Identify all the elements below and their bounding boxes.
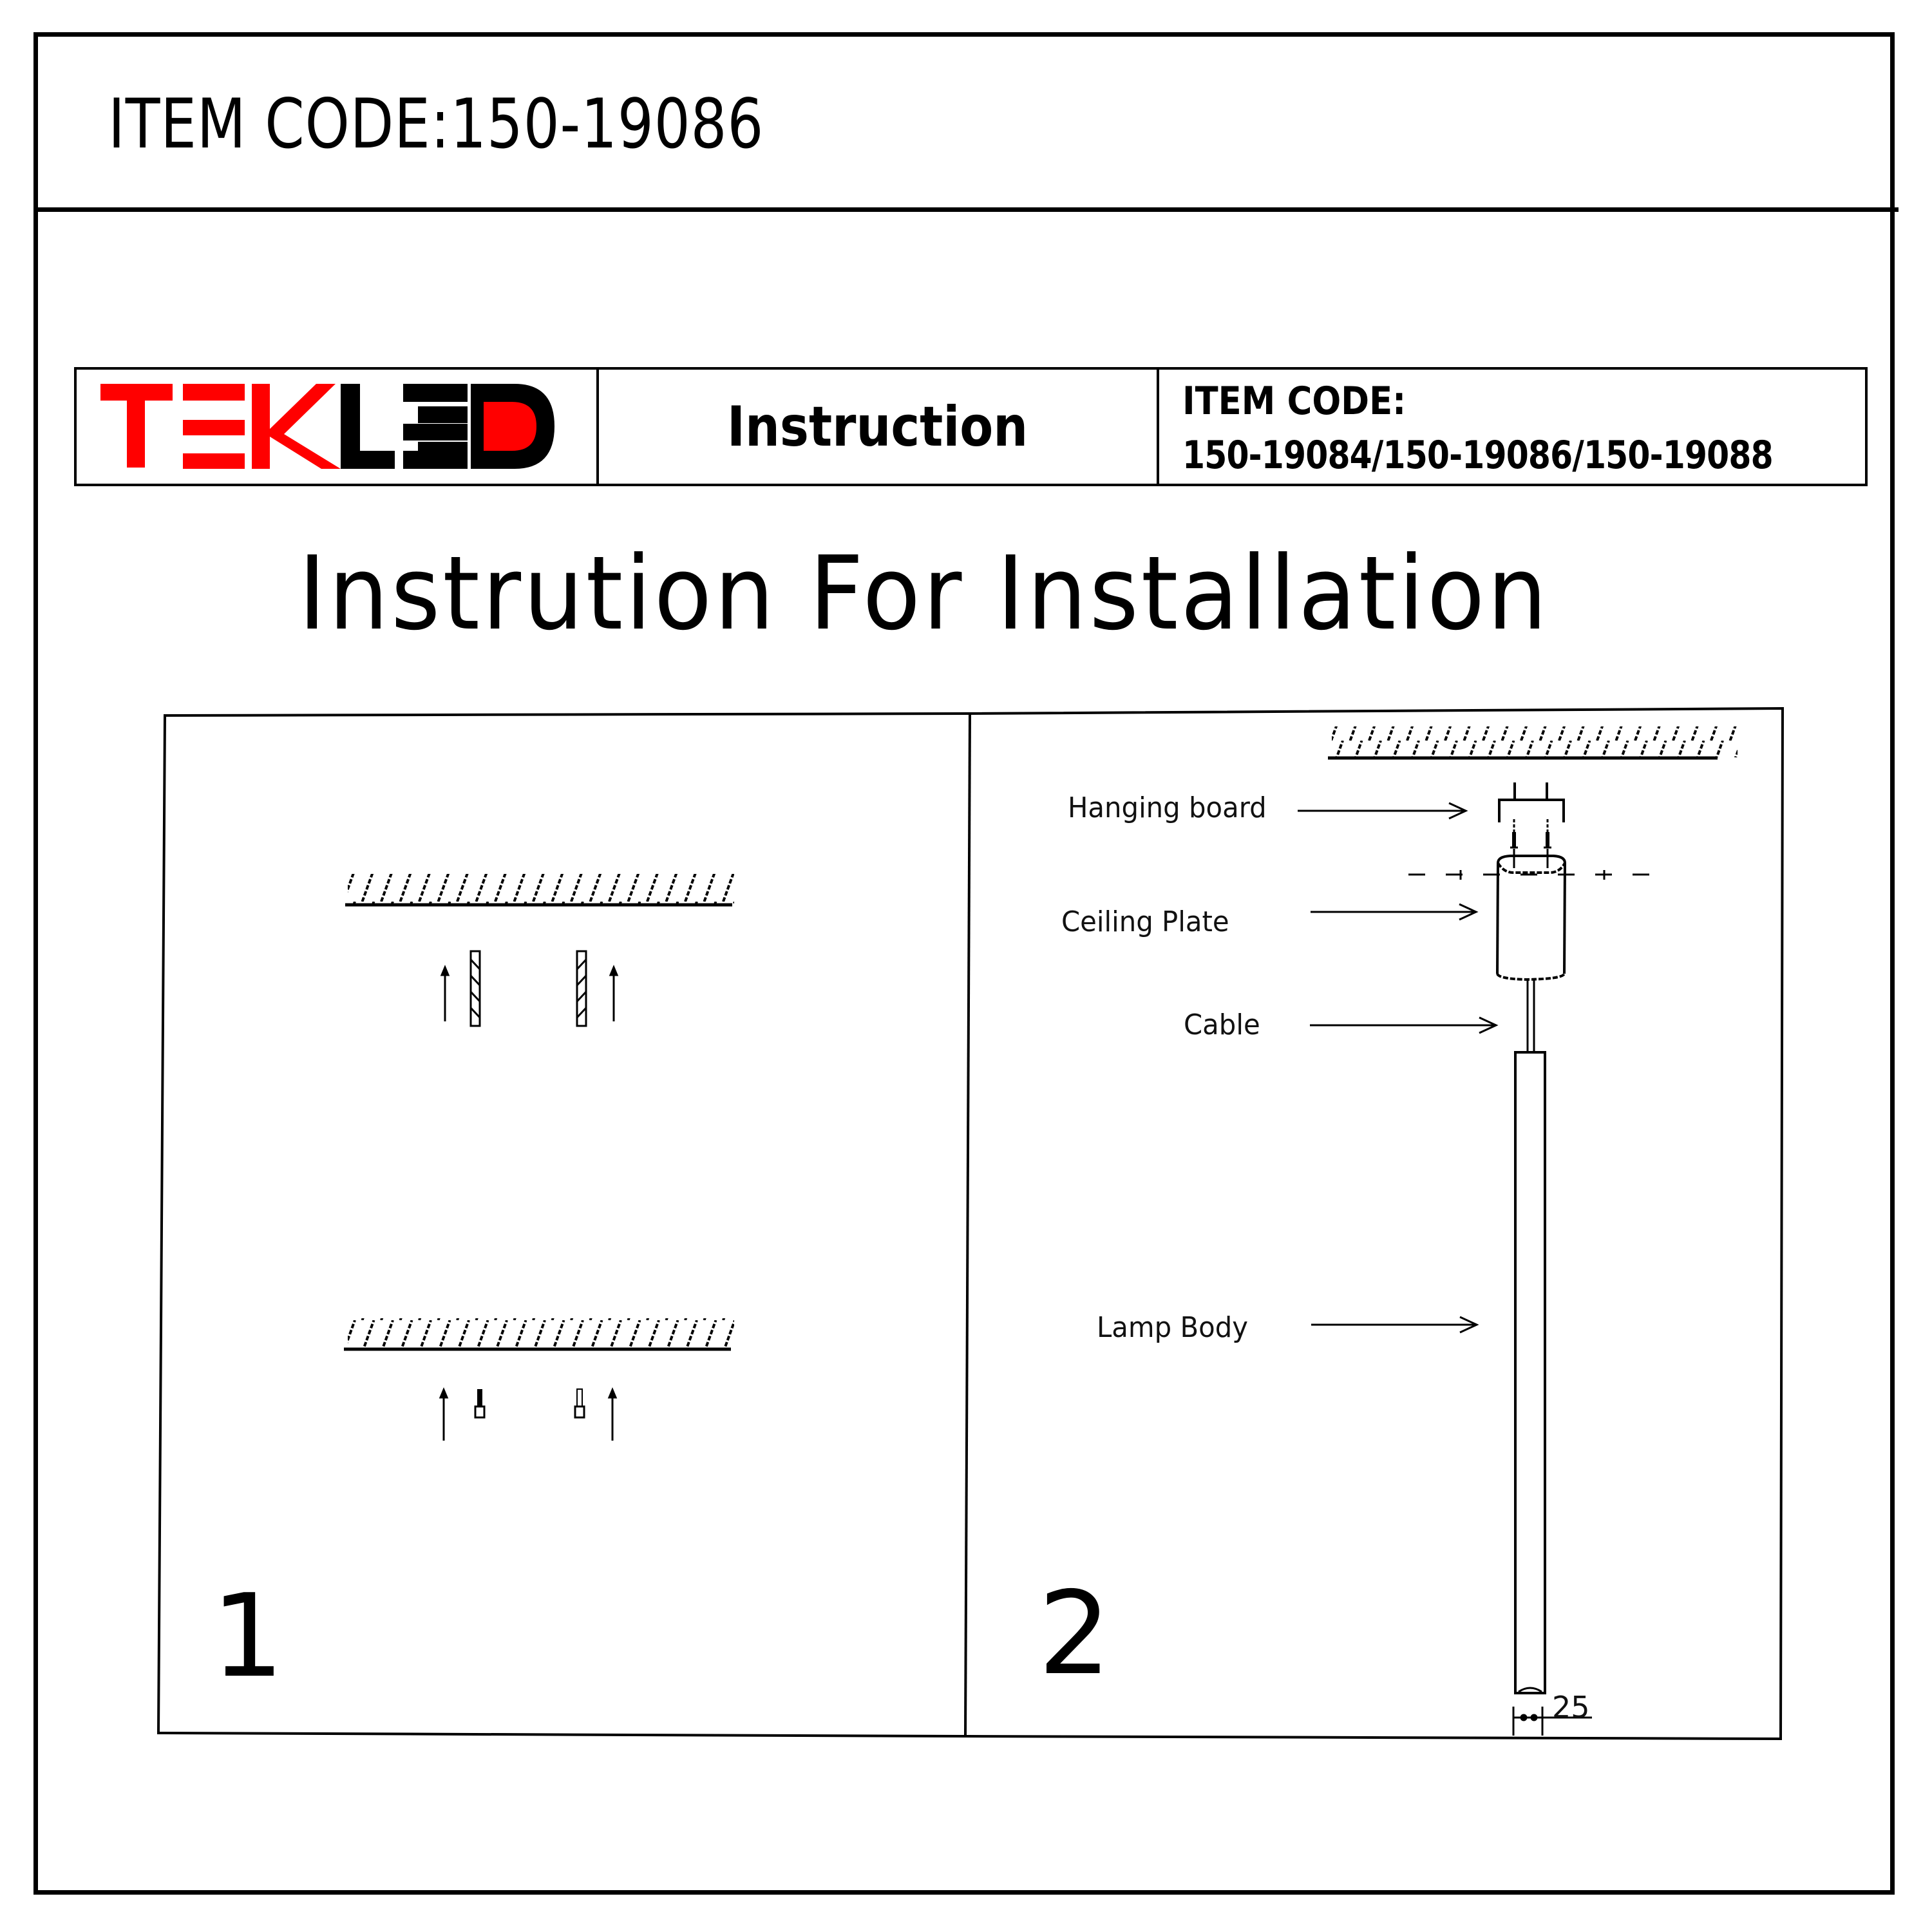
alignment-dashed-line	[1408, 870, 1657, 880]
hanging-board-part	[1498, 782, 1565, 822]
diameter-dimension	[1512, 1707, 1592, 1736]
step-number-2: 2	[1038, 1567, 1112, 1700]
wall-anchor-icon	[474, 1389, 486, 1419]
page-title: Instrution For Installation	[0, 542, 1932, 645]
dimension-value: 25	[1552, 1690, 1590, 1725]
brand-banner: Instruction ITEM CODE: 150-19084/150-190…	[74, 367, 1868, 486]
page-title-text: Instrution For Installation	[298, 535, 1550, 653]
step1-drill-illustration	[345, 874, 734, 1027]
logo-cell	[77, 370, 599, 484]
instruction-cell: Instruction	[599, 370, 1159, 484]
label-lamp-body: Lamp Body	[1097, 1311, 1248, 1344]
item-codes-title: ITEM CODE:	[1182, 379, 1406, 424]
screw-icon	[1510, 819, 1551, 849]
arrow-up-icon	[439, 1387, 449, 1441]
tekled-logo	[100, 384, 554, 469]
item-codes-cell: ITEM CODE: 150-19084/150-19086/150-19088	[1159, 370, 1865, 484]
drill-bit-icon	[469, 950, 481, 1027]
wall-anchor-icon	[574, 1388, 585, 1419]
arrow-up-icon	[607, 1387, 618, 1441]
label-arrows	[1298, 802, 1499, 1334]
arrow-up-icon	[609, 965, 619, 1021]
ceiling-plate-part	[1496, 849, 1566, 981]
header-divider	[33, 207, 1899, 212]
drill-bit-icon	[576, 950, 587, 1027]
step-number-1: 1	[211, 1569, 285, 1703]
arrow-up-icon	[440, 965, 450, 1021]
step1-anchor-illustration	[344, 1318, 734, 1441]
label-cable: Cable	[1184, 1009, 1260, 1041]
lamp-body-part	[1514, 1051, 1546, 1694]
cable-part	[1526, 980, 1535, 1052]
page-border	[33, 32, 1895, 1895]
step-panels-frame	[156, 706, 1785, 1741]
item-codes-list: 150-19084/150-19086/150-19088	[1182, 433, 1774, 478]
label-ceiling-plate: Ceiling Plate	[1061, 905, 1229, 938]
step2-pendant-illustration	[1298, 726, 1738, 1736]
item-code-heading: ITEM CODE:150-19086	[108, 84, 764, 164]
instruction-label: Instruction	[727, 394, 1028, 459]
label-hanging-board: Hanging board	[1068, 791, 1267, 824]
